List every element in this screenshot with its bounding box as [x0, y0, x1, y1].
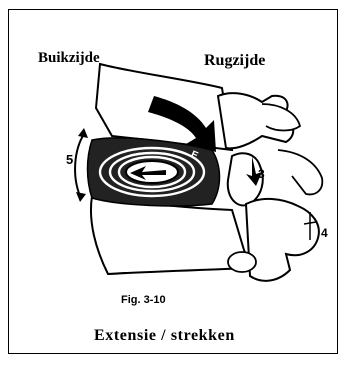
figure-number: Fig. 3-10: [121, 294, 166, 306]
lower-posterior-elements: [246, 199, 319, 281]
spinous-process: [278, 150, 322, 194]
dorsal-side-label: Rugzijde: [204, 52, 265, 70]
upper-spinous-process: [262, 104, 300, 131]
arrow-5: [75, 134, 84, 196]
marker-5-label: 5: [66, 152, 73, 167]
ventral-side-label: Buikzijde: [38, 50, 100, 67]
marker-4-label: 4: [321, 226, 328, 240]
marker-3-label: 3: [258, 167, 265, 181]
vertebral-foramen: [228, 252, 256, 272]
figure-caption: Extensie / strekken: [94, 327, 235, 345]
